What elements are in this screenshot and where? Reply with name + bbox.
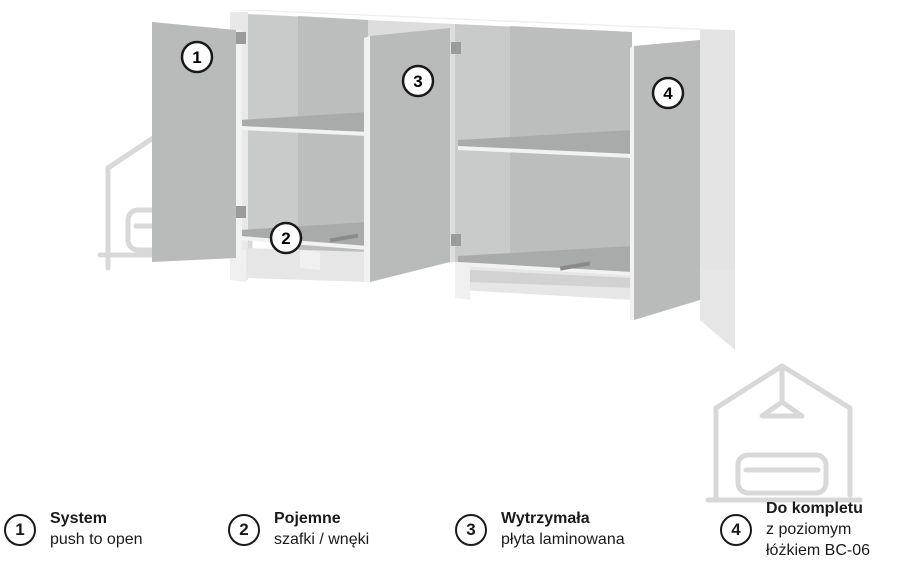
callout-2: 2 (269, 221, 303, 255)
hinge-icon (236, 32, 461, 246)
feature-number-badge: 3 (455, 514, 487, 546)
feature-number-badge: 1 (4, 514, 36, 546)
feature-line: szafki / wnęki (274, 531, 370, 548)
callout-3: 3 (401, 64, 435, 98)
feature-title: System (50, 510, 107, 527)
callout-label: 3 (413, 72, 422, 91)
cabinet-door-1 (152, 22, 242, 262)
feature-title: Do kompletu (766, 500, 863, 517)
feature-title: Pojemne (274, 510, 341, 527)
feature-2: 2 Pojemne szafki / wnęki (228, 508, 369, 550)
callout-1: 1 (180, 40, 214, 74)
callout-label: 4 (663, 84, 673, 103)
feature-3: 3 Wytrzymała płyta laminowana (455, 508, 625, 550)
cabinet-door-2 (364, 28, 450, 282)
cabinet-door-3 (630, 40, 700, 320)
feature-number-badge: 4 (720, 514, 752, 546)
callout-label: 2 (281, 229, 290, 248)
callout-4: 4 (651, 76, 685, 110)
watermark-house-sofa-icon (705, 363, 863, 503)
feature-1: 1 System push to open (4, 508, 143, 550)
callout-label: 1 (192, 48, 201, 67)
feature-line: push to open (50, 531, 143, 548)
sideboard-cabinet (230, 10, 735, 350)
feature-line: z poziomym (766, 521, 852, 538)
feature-line: płyta laminowana (501, 531, 625, 548)
feature-title: Wytrzymała (501, 510, 590, 527)
feature-number-badge: 2 (228, 514, 260, 546)
feature-line: łóżkiem BC-06 (766, 542, 871, 559)
feature-4: 4 Do kompletu z poziomym łóżkiem BC-06 (720, 498, 870, 561)
